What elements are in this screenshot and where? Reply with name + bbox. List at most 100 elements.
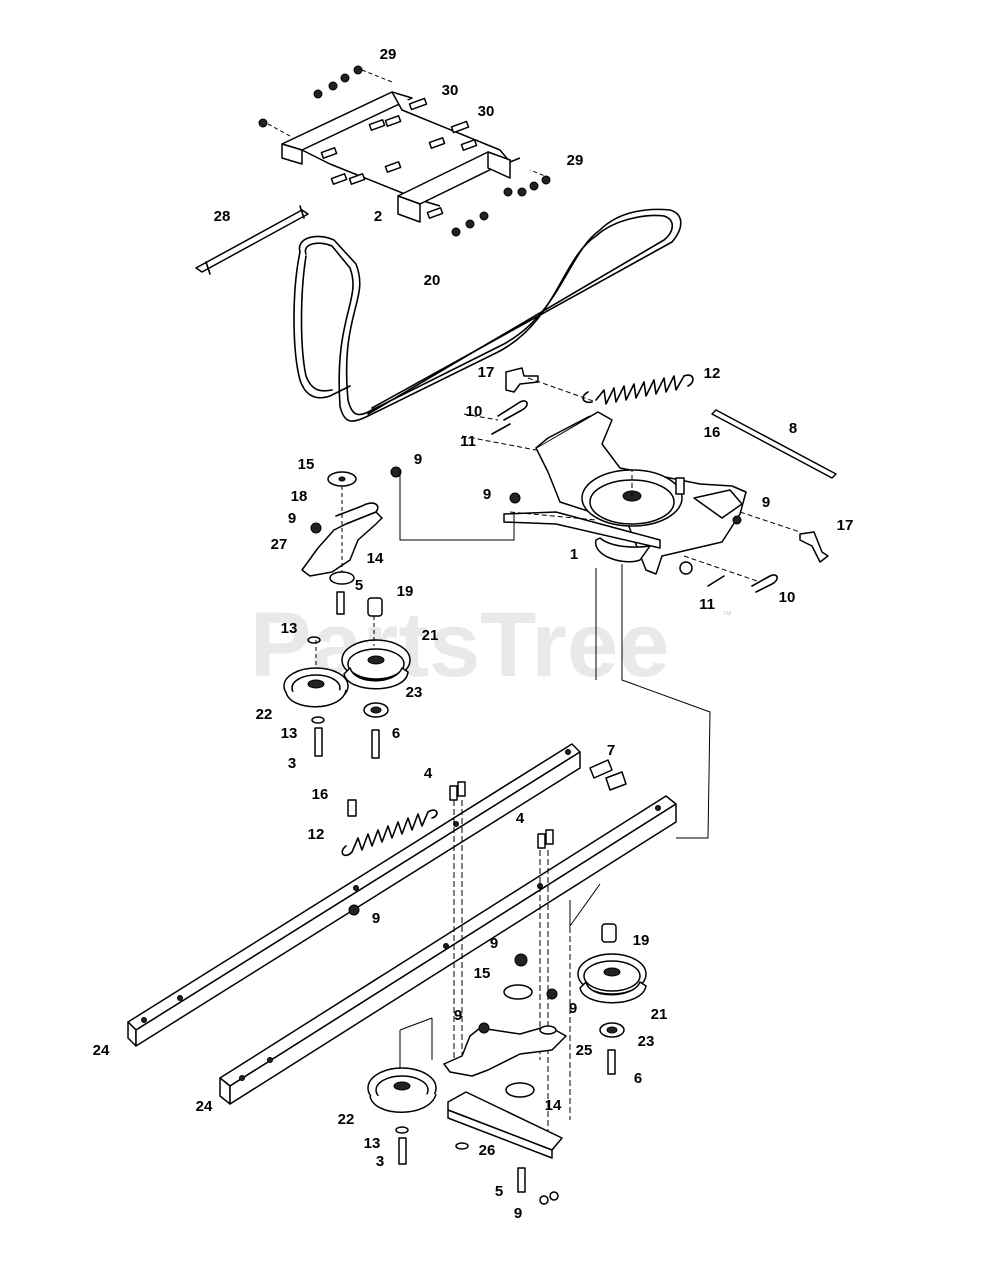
- nut-9-lower-a: [514, 953, 528, 967]
- nut-9-lower-d: [539, 1195, 549, 1205]
- callout-13: 13: [364, 1135, 381, 1152]
- callout-19: 19: [633, 932, 650, 949]
- idler-assembly-1: [461, 367, 837, 593]
- pin-17-right: [799, 531, 829, 563]
- washer-14-lower: [505, 1082, 535, 1098]
- callout-9: 9: [483, 486, 491, 503]
- callout-9: 9: [288, 510, 296, 527]
- callout-20: 20: [424, 272, 441, 289]
- bracket-plate-right-edge: [397, 195, 421, 223]
- callout-30: 30: [442, 82, 459, 99]
- bolt-4-a: [449, 785, 458, 801]
- callout-22: 22: [338, 1111, 355, 1128]
- bolt-3-lower: [398, 1137, 407, 1165]
- nuts: [258, 65, 551, 237]
- rail-holes: [141, 749, 661, 1081]
- bolt-3-top: [314, 727, 323, 757]
- leader-lines: [399, 470, 711, 839]
- rod-28: [195, 205, 309, 275]
- callout-12: 12: [308, 826, 325, 843]
- bolt-16-top: [675, 477, 685, 495]
- callout-14: 14: [545, 1097, 562, 1114]
- idler-bracket-flange: [535, 415, 591, 449]
- callout-28: 28: [214, 208, 231, 225]
- callout-2: 2: [374, 208, 382, 225]
- callout-3: 3: [288, 755, 296, 772]
- callout-10: 10: [466, 403, 483, 420]
- bolt-5-top: [336, 591, 345, 615]
- frame-rails: [127, 743, 677, 1105]
- assembly-centerlines: [453, 800, 571, 1150]
- nut-9-top-left: [390, 466, 402, 478]
- idler-pulley-bottom: [595, 537, 651, 563]
- bolt-16-lower: [347, 799, 357, 817]
- callout-24: 24: [93, 1042, 110, 1059]
- callout-9: 9: [490, 935, 498, 952]
- lower-idler-assembly: [367, 883, 647, 1205]
- callout-13: 13: [281, 620, 298, 637]
- left-idler-assembly: [283, 466, 411, 759]
- callout-23: 23: [406, 684, 423, 701]
- pin-11-right: [707, 575, 725, 587]
- spacer-19-top: [367, 597, 383, 617]
- callout-30: 30: [478, 103, 495, 120]
- clip-10-top: [497, 400, 528, 421]
- callout-21: 21: [422, 627, 439, 644]
- nut-9-right: [732, 515, 742, 525]
- callout-11: 11: [699, 596, 715, 613]
- idler-arm: [503, 511, 661, 549]
- bolt-4-b: [457, 781, 466, 797]
- spacer-7: [589, 759, 613, 779]
- spring-12-top: [582, 374, 694, 405]
- clip-10-right: [751, 574, 778, 593]
- callout-9: 9: [414, 451, 422, 468]
- belt-20: [293, 208, 682, 422]
- pin-11-top: [491, 423, 511, 435]
- callout-5: 5: [355, 577, 363, 594]
- callout-6: 6: [634, 1070, 642, 1087]
- callout-9: 9: [372, 910, 380, 927]
- callout-9: 9: [762, 494, 770, 511]
- callout-13: 13: [281, 725, 298, 742]
- callout-15: 15: [474, 965, 491, 982]
- bracket-assembly: [258, 65, 551, 237]
- washer-14-top: [329, 571, 355, 585]
- washer-13-c: [395, 1126, 409, 1134]
- callout-7: 7: [607, 742, 615, 759]
- callout-6: 6: [392, 725, 400, 742]
- idler-arm-25: [443, 1025, 567, 1077]
- bolts: [320, 97, 478, 219]
- callout-17: 17: [837, 517, 854, 534]
- callout-24: 24: [196, 1098, 213, 1115]
- callout-12: 12: [704, 365, 721, 382]
- callout-5: 5: [495, 1183, 503, 1200]
- bracket-plate-right-end: [487, 151, 511, 179]
- nut-9-rail: [348, 904, 360, 916]
- pin-17-top: [505, 367, 539, 393]
- callout-22: 22: [256, 706, 273, 723]
- bolt-5-lower: [517, 1167, 526, 1193]
- idler-bracket-slot: [693, 489, 743, 519]
- callout-15: 15: [298, 456, 315, 473]
- callout-16: 16: [312, 786, 329, 803]
- spacer-19-lower: [601, 923, 617, 943]
- bolt-4-d: [545, 829, 554, 845]
- bolt-4-c: [537, 833, 546, 849]
- callout-9: 9: [454, 1007, 462, 1024]
- bolt-6-lower: [607, 1049, 616, 1075]
- plate-26: [447, 1091, 563, 1151]
- callout-27: 27: [271, 536, 288, 553]
- callout-14: 14: [367, 550, 384, 567]
- washer-15-lower: [503, 984, 533, 1000]
- callout-18: 18: [291, 488, 308, 505]
- callout-8: 8: [789, 420, 797, 437]
- callout-29: 29: [380, 46, 397, 63]
- rod-8: [711, 409, 837, 479]
- callout-9: 9: [514, 1205, 522, 1222]
- callout-29: 29: [567, 152, 584, 169]
- callout-1: 1: [570, 546, 578, 563]
- nut-9-left: [310, 522, 322, 534]
- callout-19: 19: [397, 583, 414, 600]
